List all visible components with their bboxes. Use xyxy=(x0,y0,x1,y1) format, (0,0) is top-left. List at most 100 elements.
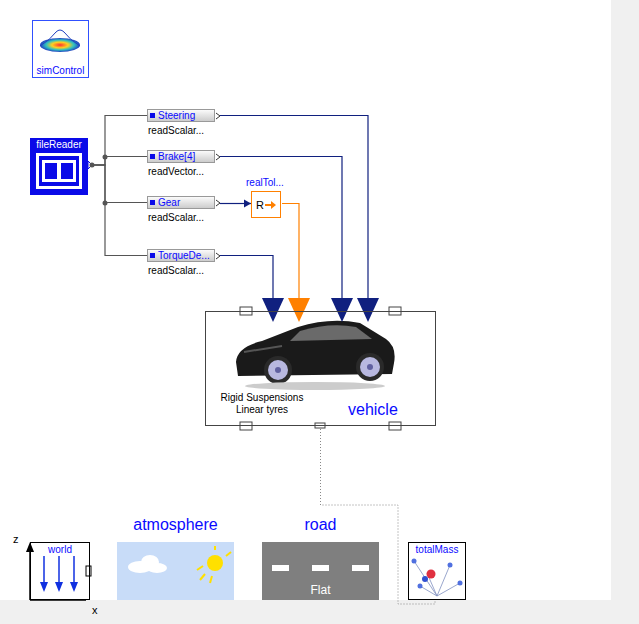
drawing-part xyxy=(55,582,63,592)
reader-block: Brake[4]readVector... xyxy=(147,150,215,163)
drawing-part xyxy=(214,546,216,550)
conversion-symbol xyxy=(265,201,276,209)
signal-connector xyxy=(90,165,147,256)
drawing-part xyxy=(264,356,292,384)
drawing-part xyxy=(40,30,80,46)
sim-control-box: simControl xyxy=(32,20,89,78)
drawing-part xyxy=(147,249,215,262)
drawing-part xyxy=(86,566,91,576)
connector-line xyxy=(220,116,368,299)
drawing-part xyxy=(44,556,74,585)
drawing-part xyxy=(147,563,167,573)
drawing-part xyxy=(216,253,220,259)
drawing-part xyxy=(356,353,384,381)
drawing-part xyxy=(150,113,155,118)
reader-block: TorqueDe...readScalar... xyxy=(147,249,215,262)
connector-line xyxy=(90,157,147,166)
drawing-part xyxy=(245,382,385,390)
signal-connector xyxy=(90,116,147,166)
node-text: world xyxy=(31,544,89,556)
drawing-part xyxy=(420,586,437,596)
signal-connector xyxy=(220,157,353,323)
drawing-part xyxy=(427,570,436,579)
signal-connector xyxy=(90,165,147,203)
drawing-part xyxy=(40,582,48,592)
drawing-part xyxy=(240,422,252,430)
drawing-part xyxy=(275,367,281,373)
drawing-part xyxy=(40,38,80,52)
node-text: readScalar... xyxy=(148,212,204,224)
node-text: atmosphere xyxy=(117,516,234,534)
arrow-head xyxy=(244,200,251,208)
connector-line xyxy=(90,116,147,166)
node-text: readScalar... xyxy=(148,265,204,277)
canvas-ground xyxy=(0,0,611,600)
atmosphere-icon xyxy=(117,542,234,600)
drawing-part xyxy=(414,561,437,596)
drawing-part xyxy=(271,201,276,209)
reader-block: GearreadScalar... xyxy=(147,196,215,209)
drawing-part xyxy=(36,153,82,189)
file-reader-icon xyxy=(30,138,92,195)
drawing-part xyxy=(418,584,423,589)
drawing-part xyxy=(42,160,76,182)
arrow-head xyxy=(331,298,353,322)
drawing-part xyxy=(58,556,60,585)
signal-connector xyxy=(220,116,379,323)
drawing-part xyxy=(244,346,282,352)
drawing-part xyxy=(150,154,155,159)
total-mass-icon xyxy=(412,559,463,597)
arrow-head xyxy=(262,298,284,322)
node-text: Gear xyxy=(158,197,180,209)
axis-label: x xyxy=(92,604,98,616)
signal-connector xyxy=(90,157,147,166)
node-text: Flat xyxy=(262,583,379,597)
drawing-part xyxy=(216,154,220,160)
drawing-part xyxy=(448,563,453,568)
node-text: road xyxy=(262,516,379,534)
drawing-part xyxy=(312,565,329,571)
drawing-part xyxy=(437,583,460,596)
drawing-part xyxy=(272,565,289,571)
node-text: readVector... xyxy=(148,166,204,178)
drawing-part xyxy=(352,565,369,571)
drawing-part xyxy=(147,109,215,122)
drawing-part xyxy=(236,321,395,376)
total-mass-box: totalMass xyxy=(408,542,466,600)
drawing-part xyxy=(226,552,231,556)
drawing-part xyxy=(43,556,45,585)
drawing-part xyxy=(39,156,79,186)
connector-line xyxy=(321,429,436,604)
drawing-part xyxy=(150,200,155,205)
drawing-part xyxy=(412,559,417,564)
drawing-part xyxy=(210,576,212,583)
node-text: Steering xyxy=(158,110,195,122)
world-icon xyxy=(26,542,91,600)
node-text: simControl xyxy=(33,65,88,77)
drawing-part xyxy=(360,357,380,377)
drawing-part xyxy=(40,582,78,592)
drawing-part xyxy=(216,113,220,119)
drawing-part xyxy=(437,565,450,596)
signal-connector xyxy=(282,204,310,323)
arrow-head xyxy=(357,298,379,322)
node-text: totalMass xyxy=(409,544,465,556)
drawing-part xyxy=(197,546,231,583)
drawing-part xyxy=(147,196,215,209)
connector-line xyxy=(220,256,273,299)
drawing-part xyxy=(268,360,288,380)
reader-buttons xyxy=(147,109,220,262)
node-text: TorqueDe... xyxy=(158,250,210,262)
drawing-part xyxy=(414,561,460,596)
signal-connector xyxy=(220,256,284,323)
car-illustration xyxy=(236,321,395,390)
drawing-part xyxy=(422,576,428,582)
signal-connector xyxy=(220,200,251,208)
drawing-part xyxy=(207,555,223,571)
axis-label: z xyxy=(13,533,19,545)
node-text: R xyxy=(256,199,264,211)
node-text: Brake[4] xyxy=(158,151,195,163)
drawing-part xyxy=(73,556,75,585)
node-text: Rigid Suspensions Linear tyres xyxy=(212,392,312,416)
